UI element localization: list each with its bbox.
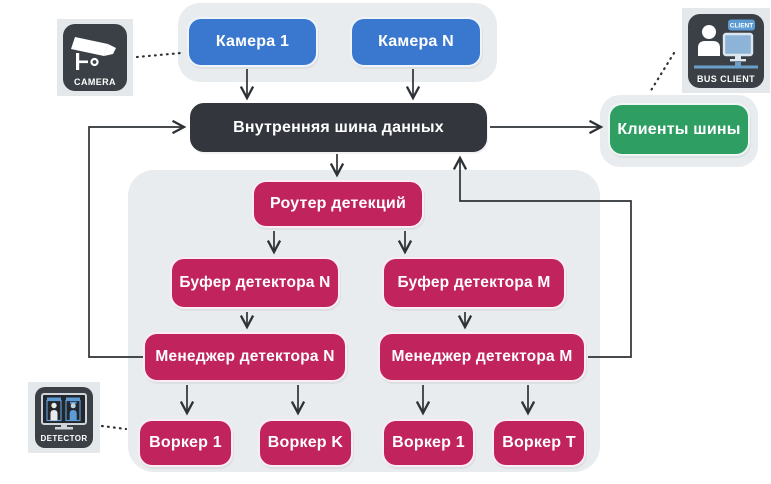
node-camera-1: Камера 1: [187, 17, 318, 67]
bus-client-icon-label: BUS CLIENT: [697, 73, 755, 84]
dotted-bus-client-icon-link: [648, 51, 676, 94]
node-detector-buffer-m: Буфер детектора M: [382, 257, 566, 309]
node-detection-router: Роутер детекций: [252, 180, 424, 228]
camera-icon-label: CAMERA: [74, 77, 116, 87]
node-camera-n: Камера N: [350, 17, 482, 67]
node-internal-data-bus: Внутренняя шина данных: [190, 103, 487, 152]
dotted-detector-icon-link: [100, 424, 128, 431]
node-worker-1-right: Воркер 1: [382, 419, 475, 467]
node-bus-clients: Клиенты шины: [608, 103, 750, 156]
detector-icon-label: DETECTOR: [40, 434, 88, 443]
cctv-camera-glyph: [71, 37, 116, 70]
bus-client-icon-tile: CLIENT BUS CLIENT: [682, 8, 770, 93]
bus-client-glyph: CLIENT: [694, 19, 758, 68]
node-worker-k: Воркер K: [258, 419, 353, 467]
node-worker-t: Воркер T: [492, 419, 586, 467]
camera-icon-tile: CAMERA: [57, 19, 133, 96]
dotted-camera-icon-link: [135, 51, 183, 59]
node-detector-manager-n: Менеджер детектора N: [143, 332, 347, 382]
node-detector-manager-m: Менеджер детектора M: [378, 332, 586, 382]
detector-icon-tile: DETECTOR: [28, 382, 100, 453]
detector-glyph: [41, 393, 87, 430]
node-detector-buffer-n: Буфер детектора N: [170, 257, 340, 309]
node-worker-1-left: Воркер 1: [138, 419, 233, 467]
detector-icon: DETECTOR: [35, 387, 93, 448]
client-badge: CLIENT: [730, 22, 754, 29]
bus-client-icon: CLIENT BUS CLIENT: [688, 13, 764, 88]
camera-icon: CAMERA: [63, 24, 127, 91]
